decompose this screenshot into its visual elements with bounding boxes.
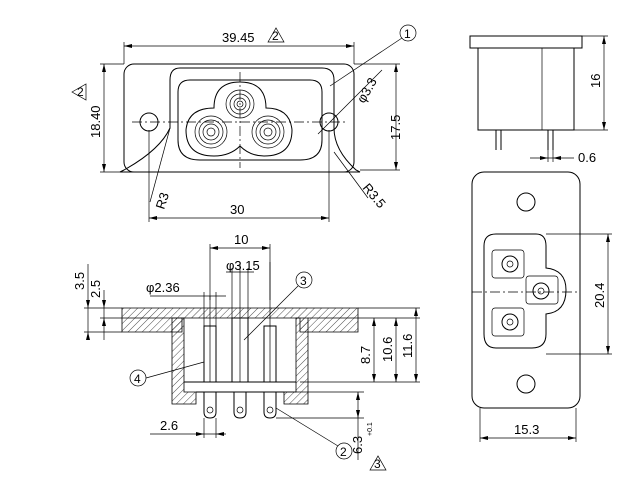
dim-2-5: 2.5: [88, 280, 103, 298]
rear-hole-top: [516, 192, 536, 212]
balloon-2: [335, 442, 353, 460]
dim-3-5: 3.5: [72, 272, 87, 290]
triangle-note-2a: [267, 27, 285, 43]
triangle-note-2a-label: 2: [272, 29, 279, 43]
dim-15-3: 15.3: [514, 422, 539, 437]
rear-terminal-block: [483, 233, 567, 349]
dim-10-6: 10.6: [380, 337, 395, 362]
dim-16: 16: [588, 74, 603, 88]
balloon-3-label: 3: [300, 274, 307, 288]
balloon-4-label: 4: [134, 372, 141, 386]
balloon-1: [399, 24, 417, 42]
section-wall-right: [283, 317, 309, 405]
dim-phi-2-36: φ2.36: [146, 280, 180, 295]
dim-17-5: 17.5: [388, 115, 403, 140]
dim-11-6: 11.6: [400, 334, 415, 358]
dim-2-6: 2.6: [160, 418, 178, 433]
side-view: 16 0.6: [469, 35, 608, 165]
section-view: 10 φ3.15 φ2.36 3.5 2.5 8.7 10.6: [72, 232, 420, 471]
socket-body-outline: [119, 67, 361, 173]
rear-terminal-middle: [525, 275, 559, 305]
tolerance-mark: +0.1: [367, 422, 374, 436]
dim-phi-3-15: φ3.15: [226, 258, 260, 273]
dim-39-45: 39.45: [222, 30, 255, 45]
pin-receptacle-right: [251, 115, 285, 149]
socket-recess-outline: [177, 79, 323, 161]
rear-hole-bottom: [516, 374, 536, 394]
rear-terminal-top: [491, 249, 525, 279]
pin-receptacle-left: [194, 115, 228, 149]
dim-8-7: 8.7: [358, 346, 373, 364]
triangle-note-2b: [71, 83, 87, 101]
section-terminals: [203, 391, 277, 419]
triangle-note-3-label: 3: [374, 457, 381, 471]
section-pin-middle: [231, 262, 249, 383]
dim-r3-5: R3.5: [360, 180, 389, 211]
side-flange: [469, 35, 583, 49]
rear-terminal-bottom: [491, 307, 525, 337]
side-body: [477, 47, 575, 131]
rear-view: 20.4 15.3: [471, 171, 612, 442]
dim-phi-3-3: φ3.3: [354, 75, 380, 105]
section-wall-left: [171, 317, 197, 405]
dim-r3: R3: [153, 190, 172, 210]
dim-20-4: 20.4: [592, 283, 607, 308]
balloon-2-label: 2: [340, 445, 347, 459]
dim-10: 10: [234, 232, 248, 247]
balloon-3: [295, 271, 313, 289]
rear-outline: [471, 171, 581, 409]
triangle-note-3: [369, 455, 387, 471]
dim-18-40: 18.40: [88, 105, 103, 138]
dim-6-3: 6.3: [350, 436, 365, 454]
dim-30: 30: [230, 202, 244, 217]
section-pin-left: [203, 296, 217, 383]
triangle-note-2b-label: 2: [77, 85, 84, 99]
balloon-4: [129, 369, 147, 387]
dim-0-6: 0.6: [578, 150, 596, 165]
front-view: 39.45 2 18.40 2 17.5 φ3.3 R3 R3.5: [71, 24, 417, 222]
balloon-1-label: 1: [404, 27, 411, 41]
